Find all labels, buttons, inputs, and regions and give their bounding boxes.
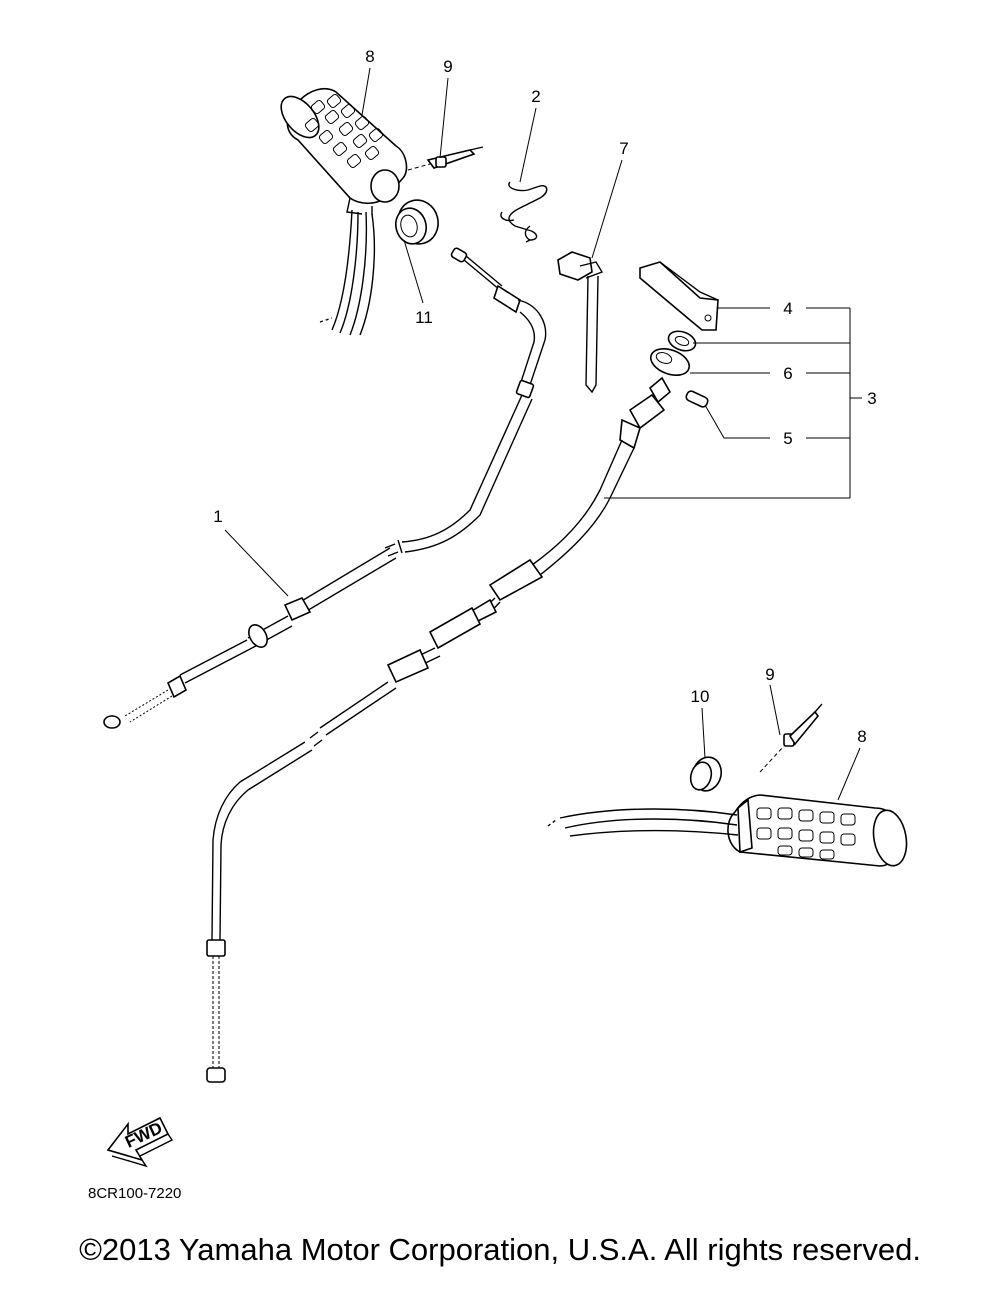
pin-bottom xyxy=(759,703,823,773)
callout-5: 5 xyxy=(783,429,792,448)
cable-3 xyxy=(206,376,672,1083)
callout-4: 4 xyxy=(783,299,792,318)
callout-6: 6 xyxy=(783,364,792,383)
callout-11: 11 xyxy=(415,308,433,327)
callout-10: 10 xyxy=(691,687,710,706)
rod-7 xyxy=(557,251,604,394)
collar-11 xyxy=(394,199,439,245)
callout-3: 3 xyxy=(867,389,876,408)
callout-1: 1 xyxy=(213,507,222,526)
callout-7: 7 xyxy=(619,139,628,158)
callout-2: 2 xyxy=(531,87,540,106)
callout-9-top: 9 xyxy=(443,57,452,76)
drawing-code: 8CR100-7220 xyxy=(88,1185,181,1202)
callout-8-top: 8 xyxy=(365,47,374,66)
grip-bottom xyxy=(547,794,908,867)
copyright-notice: ©2013 Yamaha Motor Corporation, U.S.A. A… xyxy=(79,1232,921,1267)
callout-8-bottom: 8 xyxy=(857,727,866,746)
leader-lines xyxy=(224,67,862,801)
callout-9-bottom: 9 xyxy=(765,665,774,684)
fwd-arrow-icon: FWD xyxy=(106,1116,174,1168)
pin-top xyxy=(407,146,484,171)
spring-clip xyxy=(500,181,548,243)
grip-top xyxy=(280,88,408,336)
collar-10 xyxy=(689,756,723,792)
throttle-lever-parts xyxy=(639,261,719,408)
cable-1 xyxy=(103,247,547,729)
